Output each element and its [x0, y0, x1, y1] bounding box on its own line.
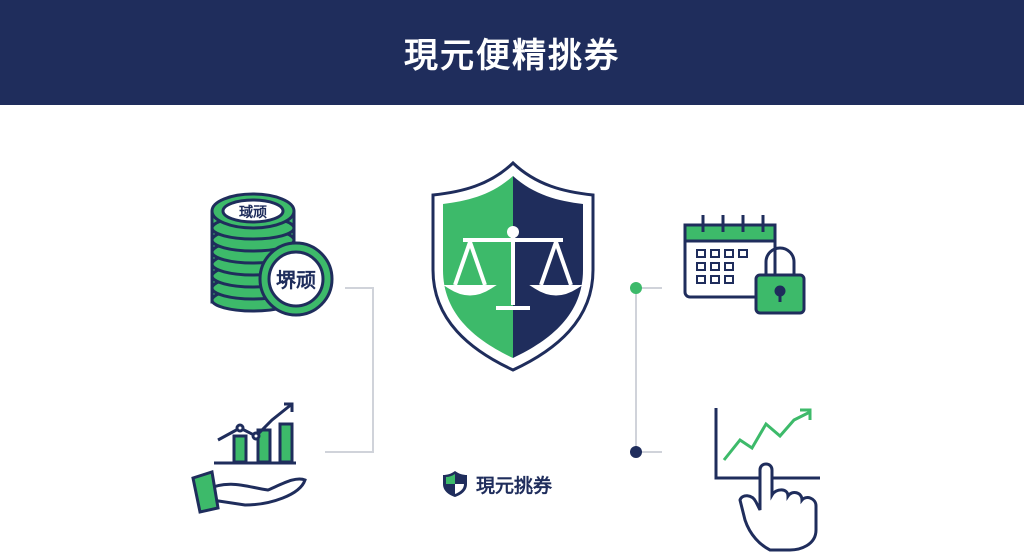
touch-trend-chart-icon — [714, 408, 820, 552]
coin-stack-icon — [210, 192, 334, 317]
shield-scales-icon — [431, 160, 595, 372]
page-title: 現元便精挑券 — [404, 36, 620, 76]
shield-icon — [443, 471, 467, 497]
calendar-lock-icon — [683, 215, 806, 315]
header-banner: 現元便精挑券 — [0, 0, 1024, 105]
brand-logo: 現元挑券 — [442, 470, 552, 498]
coin-top-label: 琙顽 — [239, 204, 267, 221]
brand-label: 現元挑券 — [476, 474, 553, 497]
connector-dot-navy — [630, 446, 642, 458]
connector-dot-green — [630, 282, 642, 294]
hand-growth-chart-icon — [191, 402, 307, 514]
coin-front-label: 堺顽 — [276, 268, 316, 292]
